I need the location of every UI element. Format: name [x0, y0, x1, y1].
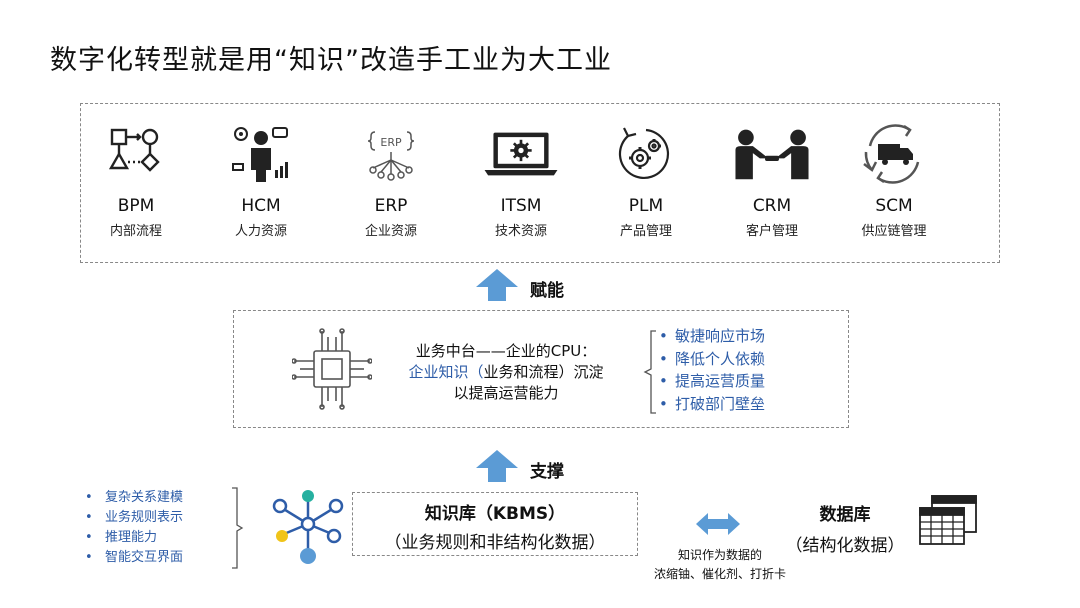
left-brace-icon	[642, 329, 658, 419]
empower-label: 赋能	[530, 281, 564, 301]
list-item: •复杂关系建模	[85, 490, 184, 505]
cpu-chip-icon	[291, 327, 373, 415]
list-item: •业务规则表示	[85, 510, 184, 525]
middle-line3: 以提高运营能力	[453, 384, 559, 402]
list-item: •敏捷响应市场	[659, 327, 766, 345]
list-item: •智能交互界面	[85, 550, 184, 565]
database-title: 数据库	[819, 505, 871, 525]
system-desc: 供应链管理	[861, 224, 927, 239]
relation-note: 知识作为数据的 浓缩铀、催化剂、打折卡	[630, 546, 810, 584]
up-arrow-icon	[474, 448, 520, 488]
systems-panel: BPM 内部流程 HCM 人力资源 ERP	[80, 103, 1000, 263]
system-desc: 人力资源	[234, 224, 287, 239]
kbms-title: 知识库（KBMS）	[424, 504, 566, 524]
cycle-gear-icon	[606, 114, 686, 194]
system-bpm: BPM 内部流程	[81, 114, 191, 239]
list-item: •打破部门壁垒	[659, 394, 766, 413]
erp-network-icon: ERP	[351, 114, 431, 194]
system-code: BPM	[117, 196, 155, 216]
system-hcm: HCM 人力资源	[206, 114, 316, 239]
truck-cycle-icon	[854, 114, 934, 194]
note-line2: 浓缩铀、催化剂、打折卡	[653, 567, 786, 581]
kbms-subtitle: （业务规则和非结构化数据）	[384, 533, 606, 553]
handshake-icon	[732, 114, 812, 194]
flowchart-icon	[96, 114, 176, 194]
benefit-list: •敏捷响应市场 •降低个人依赖 •提高运营质量 •打破部门壁垒	[659, 325, 765, 415]
person-icon	[221, 114, 301, 194]
database-subtitle: （结构化数据）	[785, 536, 905, 556]
system-crm: CRM 客户管理	[717, 114, 827, 239]
system-code: PLM	[628, 196, 664, 216]
system-erp: ERP ERP 企业资源	[336, 114, 446, 239]
system-code: ERP	[374, 196, 408, 216]
database-block: 数据库 （结构化数据）	[780, 500, 910, 556]
note-line1: 知识作为数据的	[677, 548, 762, 562]
system-plm: PLM 产品管理	[591, 114, 701, 239]
svg-text:ERP: ERP	[380, 136, 402, 149]
middle-platform-panel: 业务中台——企业的CPU： 企业知识（业务和流程）沉淀 以提高运营能力 •敏捷响…	[233, 310, 849, 428]
kbms-box: 知识库（KBMS） （业务规则和非结构化数据）	[352, 492, 638, 556]
system-desc: 企业资源	[364, 224, 417, 239]
system-scm: SCM 供应链管理	[839, 114, 949, 239]
list-item: •降低个人依赖	[659, 349, 766, 368]
system-desc: 内部流程	[109, 224, 162, 239]
knowledge-graph-icon	[266, 484, 350, 572]
middle-line2-blue: 企业知识（	[408, 363, 484, 381]
system-code: ITSM	[500, 196, 542, 216]
right-brace-icon	[230, 486, 244, 574]
page-title: 数字化转型就是用“知识”改造手工业为大工业	[50, 45, 612, 76]
double-arrow-icon	[694, 510, 742, 542]
system-code: HCM	[241, 196, 281, 216]
middle-line1: 业务中台——企业的CPU：	[415, 342, 597, 360]
system-desc: 技术资源	[494, 224, 547, 239]
middle-line2-black: 业务和流程）沉淀	[483, 363, 604, 381]
system-desc: 客户管理	[745, 224, 798, 239]
up-arrow-icon	[474, 267, 520, 307]
system-itsm: ITSM 技术资源	[466, 114, 576, 239]
capability-list: •复杂关系建模 •业务规则表示 •推理能力 •智能交互界面	[85, 488, 183, 568]
support-label: 支撑	[530, 462, 564, 482]
laptop-gear-icon	[481, 114, 561, 194]
middle-platform-text: 业务中台——企业的CPU： 企业知识（业务和流程）沉淀 以提高运营能力	[386, 341, 626, 404]
system-code: CRM	[752, 196, 792, 216]
database-table-icon	[914, 494, 980, 560]
system-code: SCM	[875, 196, 913, 216]
list-item: •提高运营质量	[659, 372, 766, 390]
list-item: •推理能力	[85, 530, 158, 545]
system-desc: 产品管理	[619, 224, 672, 239]
